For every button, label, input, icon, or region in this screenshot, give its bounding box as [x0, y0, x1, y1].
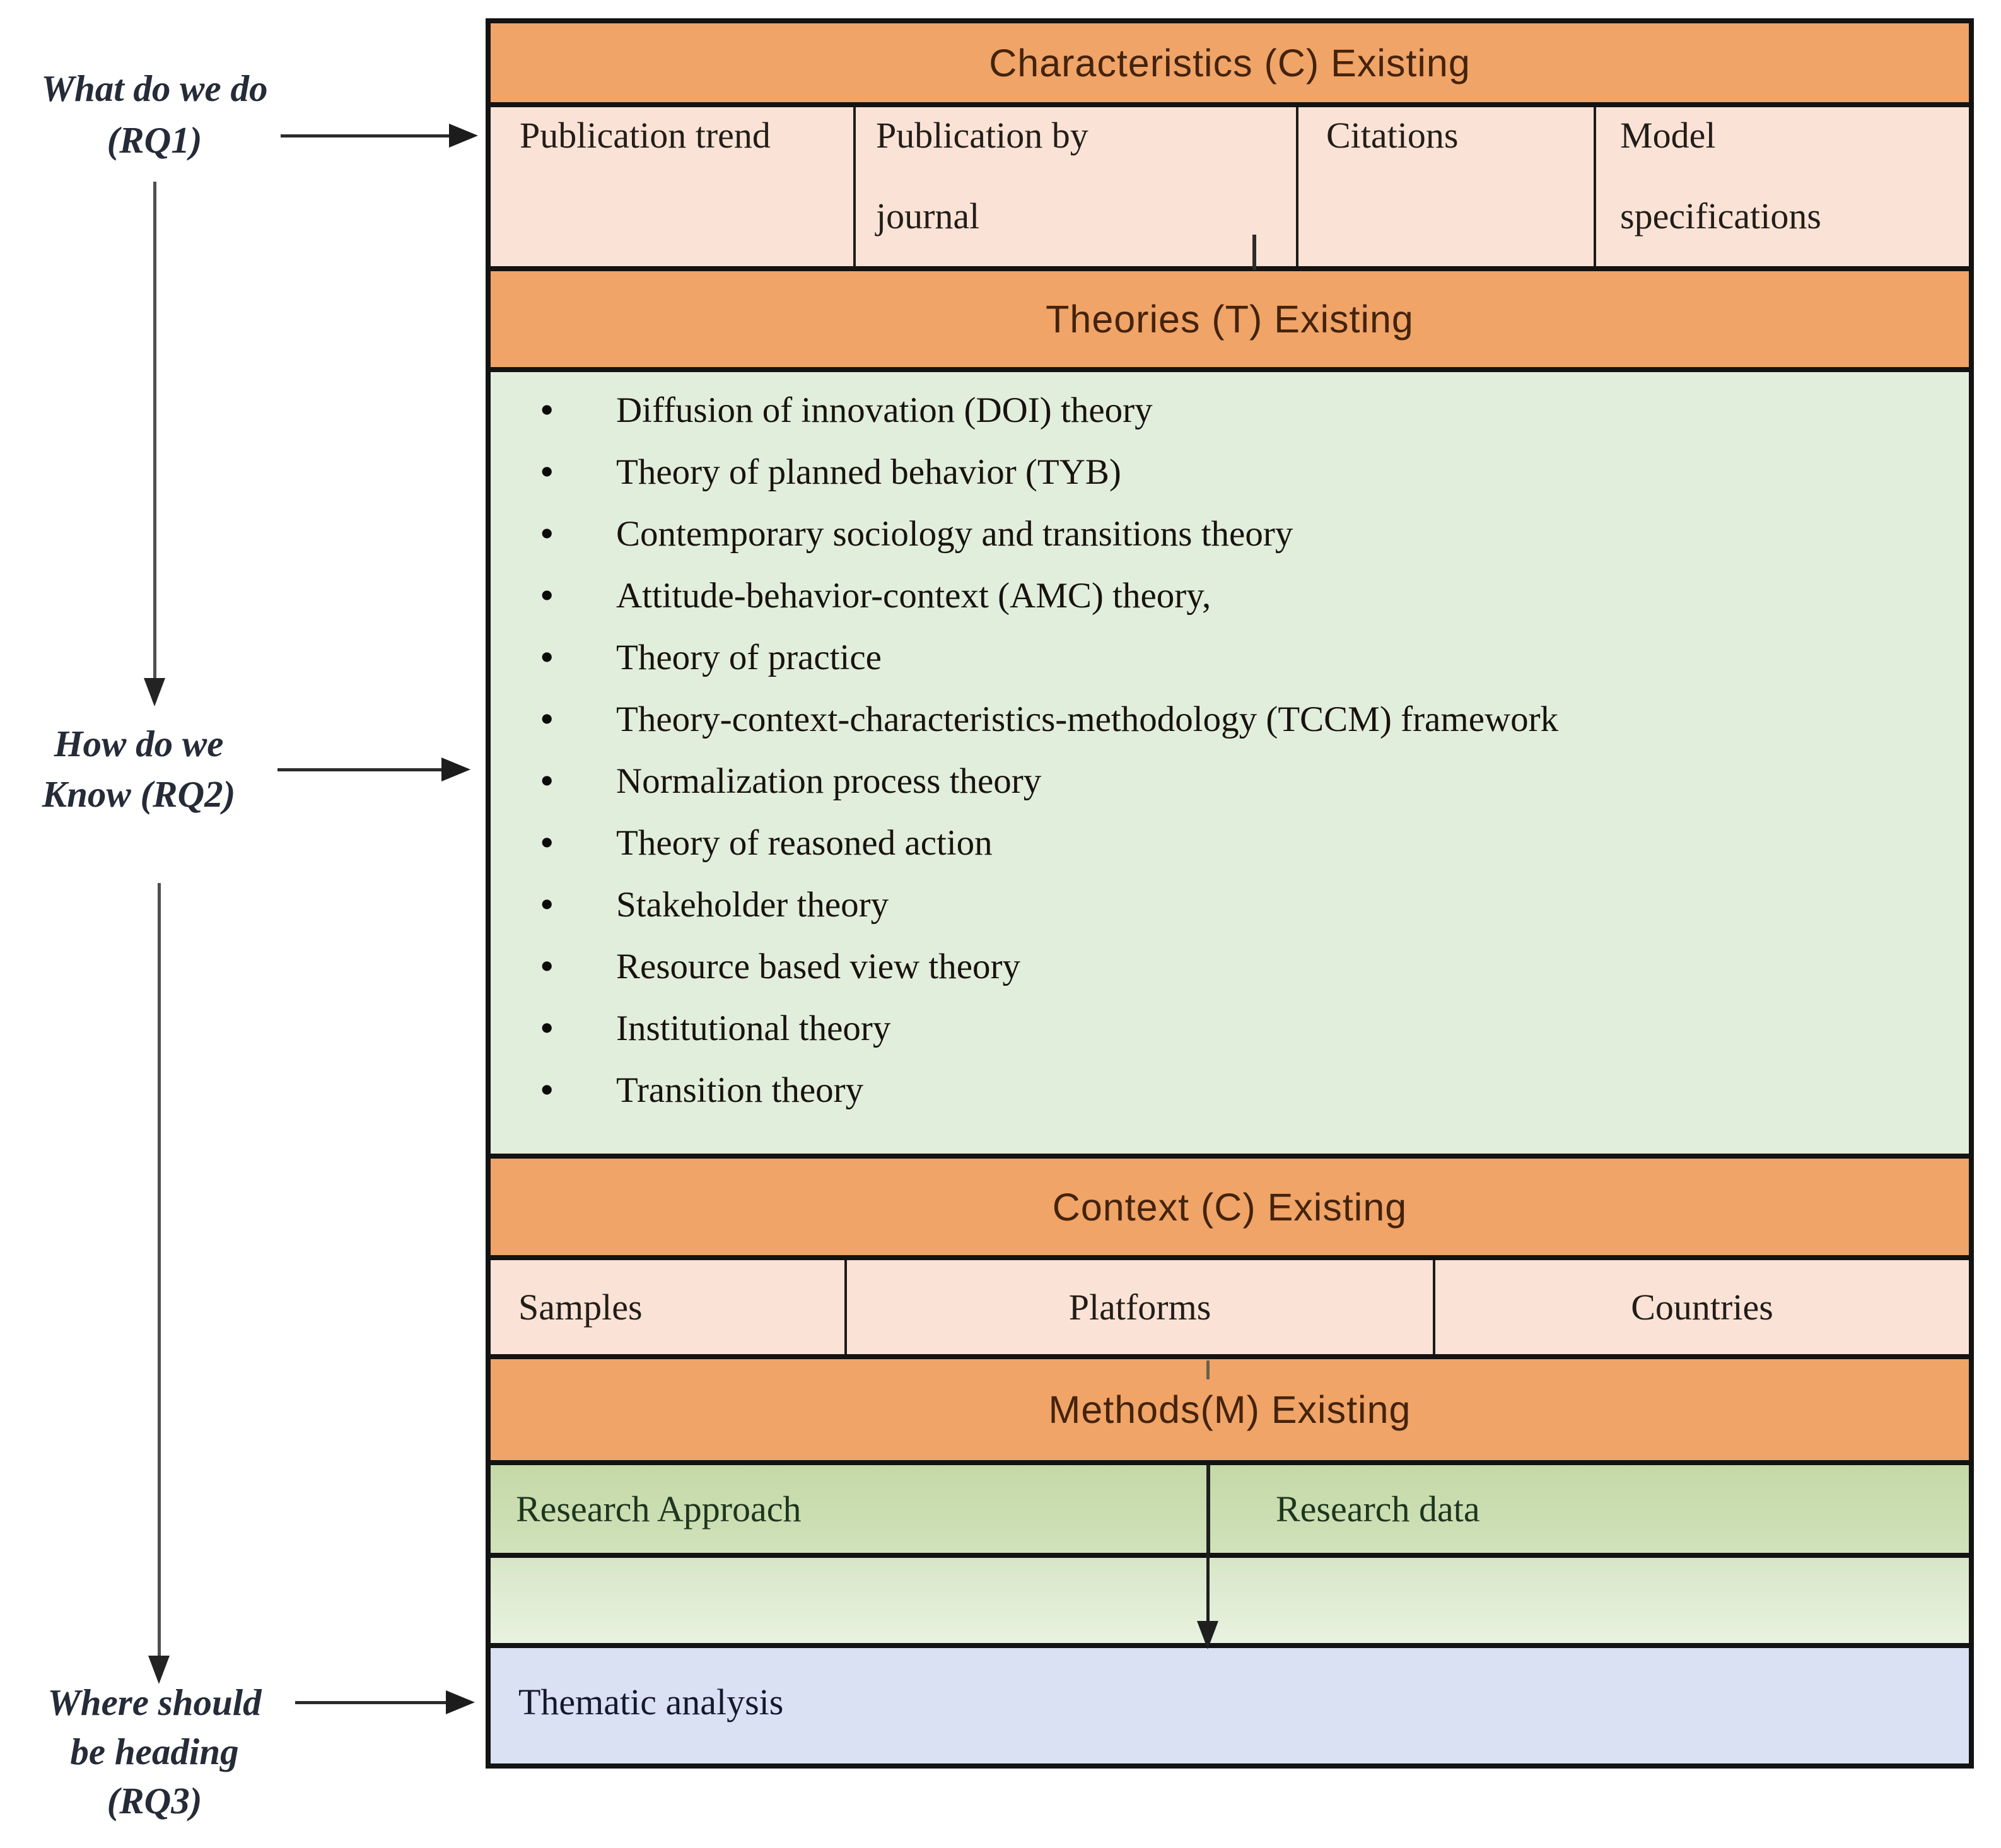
arrow-down-icon — [1197, 1621, 1218, 1649]
cell-model-specifications: Model specifications — [1596, 107, 1969, 266]
list-item: Resource based view theory — [491, 935, 1969, 997]
cell-thematic-analysis: Thematic analysis — [491, 1681, 783, 1731]
cell-samples: Samples — [491, 1260, 847, 1354]
characteristics-header-label: Characteristics (C) Existing — [989, 41, 1471, 85]
tccm-framework-table: Characteristics (C) Existing Publication… — [486, 18, 1974, 1769]
methods-header-label: Methods(M) Existing — [1048, 1388, 1411, 1431]
arrow-down-icon — [148, 1656, 170, 1684]
annotation-rq3-line3: (RQ3) — [107, 1780, 202, 1822]
cell-citations: Citations — [1298, 107, 1596, 266]
theory-label: Contemporary sociology and transitions t… — [616, 513, 1293, 554]
list-item: Normalization process theory — [491, 750, 1969, 812]
empty-spacer-row — [491, 1558, 1969, 1648]
annotation-rq2-line1: How do we — [54, 723, 224, 764]
cell-label: Publication by — [876, 115, 1088, 156]
theory-label: Theory-context-characteristics-methodolo… — [616, 699, 1559, 739]
rq2-rq3-connector-line — [158, 883, 161, 1656]
context-header-label: Context (C) Existing — [1052, 1185, 1408, 1229]
characteristics-cells-row: Publication trend Publication by journal… — [491, 107, 1969, 271]
cell-research-approach: Research Approach — [491, 1465, 1210, 1553]
rq2-arrow-line — [277, 768, 441, 771]
methods-header: Methods(M) Existing — [491, 1359, 1969, 1465]
theory-label: Attitude-behavior-context (AMC) theory, — [616, 575, 1211, 616]
theory-label: Theory of planned behavior (TYB) — [616, 452, 1121, 492]
cell-label: Platforms — [1068, 1287, 1211, 1328]
theory-label: Normalization process theory — [616, 761, 1042, 801]
cell-label: Citations — [1326, 115, 1459, 156]
context-header: Context (C) Existing — [491, 1159, 1969, 1260]
list-item: Theory of reasoned action — [491, 812, 1969, 874]
cell-label: journal — [876, 196, 980, 237]
cell-label: Research data — [1276, 1488, 1480, 1529]
theories-list: Diffusion of innovation (DOI) theory The… — [491, 372, 1969, 1121]
methods-cells-row: Research Approach Research data — [491, 1465, 1969, 1558]
cell-platforms: Platforms — [847, 1260, 1435, 1354]
list-item: Theory of practice — [491, 626, 1969, 688]
arrow-down-icon — [144, 678, 165, 706]
cell-label: Model — [1620, 115, 1716, 156]
cell-label: Countries — [1631, 1287, 1773, 1328]
theory-label: Diffusion of innovation (DOI) theory — [616, 390, 1153, 430]
context-cells-row: Samples Platforms Countries — [491, 1260, 1969, 1359]
list-item: Attitude-behavior-context (AMC) theory, — [491, 564, 1969, 626]
arrow-right-icon — [441, 757, 470, 781]
rq3-arrow-line — [295, 1701, 446, 1704]
arrow-right-icon — [449, 124, 478, 148]
stray-tick-mark — [1252, 235, 1256, 270]
annotation-rq2-line2: Know (RQ2) — [42, 773, 236, 815]
cell-publication-trend: Publication trend — [491, 107, 856, 266]
characteristics-header: Characteristics (C) Existing — [491, 23, 1969, 107]
cell-countries: Countries — [1435, 1260, 1969, 1354]
cell-publication-by-journal: Publication by journal — [856, 107, 1298, 266]
list-item: Stakeholder theory — [491, 874, 1969, 935]
cell-label: Publication trend — [520, 115, 771, 156]
annotation-rq3: Where should be heading (RQ3) — [13, 1678, 296, 1825]
annotation-rq3-line1: Where should — [47, 1681, 262, 1723]
theory-label: Resource based view theory — [616, 946, 1021, 986]
annotation-rq1-line1: What do we do — [41, 67, 268, 109]
cell-label: specifications — [1620, 196, 1821, 237]
cell-label: Samples — [518, 1287, 643, 1328]
list-item: Contemporary sociology and transitions t… — [491, 503, 1969, 564]
list-item: Theory of planned behavior (TYB) — [491, 441, 1969, 503]
thematic-analysis-row: Thematic analysis — [491, 1648, 1969, 1763]
annotation-rq1: What do we do (RQ1) — [13, 62, 296, 166]
cell-label: Research Approach — [516, 1488, 802, 1529]
list-item: Transition theory — [491, 1059, 1969, 1121]
theories-header: Theories (T) Existing — [491, 271, 1969, 372]
theory-label: Institutional theory — [616, 1008, 891, 1048]
annotation-rq3-line2: be heading — [70, 1731, 239, 1772]
list-item: Diffusion of innovation (DOI) theory — [491, 379, 1969, 441]
stray-tick-mark — [1206, 1360, 1210, 1379]
rq1-rq2-connector-line — [153, 182, 156, 678]
methods-to-thematic-arrow-line — [1206, 1465, 1210, 1622]
arrow-right-icon — [446, 1690, 475, 1714]
theories-header-label: Theories (T) Existing — [1046, 298, 1414, 341]
annotation-rq1-line2: (RQ1) — [107, 119, 202, 161]
annotation-rq2: How do we Know (RQ2) — [0, 718, 277, 819]
cell-label: Thematic analysis — [518, 1681, 784, 1722]
cell-research-data: Research data — [1210, 1465, 1969, 1553]
theory-label: Transition theory — [616, 1070, 864, 1110]
theory-label: Stakeholder theory — [616, 884, 889, 925]
list-item: Theory-context-characteristics-methodolo… — [491, 688, 1969, 750]
theories-list-section: Diffusion of innovation (DOI) theory The… — [491, 372, 1969, 1159]
rq1-arrow-line — [281, 134, 449, 137]
list-item: Institutional theory — [491, 997, 1969, 1059]
theory-label: Theory of practice — [616, 637, 882, 677]
theory-label: Theory of reasoned action — [616, 822, 993, 863]
